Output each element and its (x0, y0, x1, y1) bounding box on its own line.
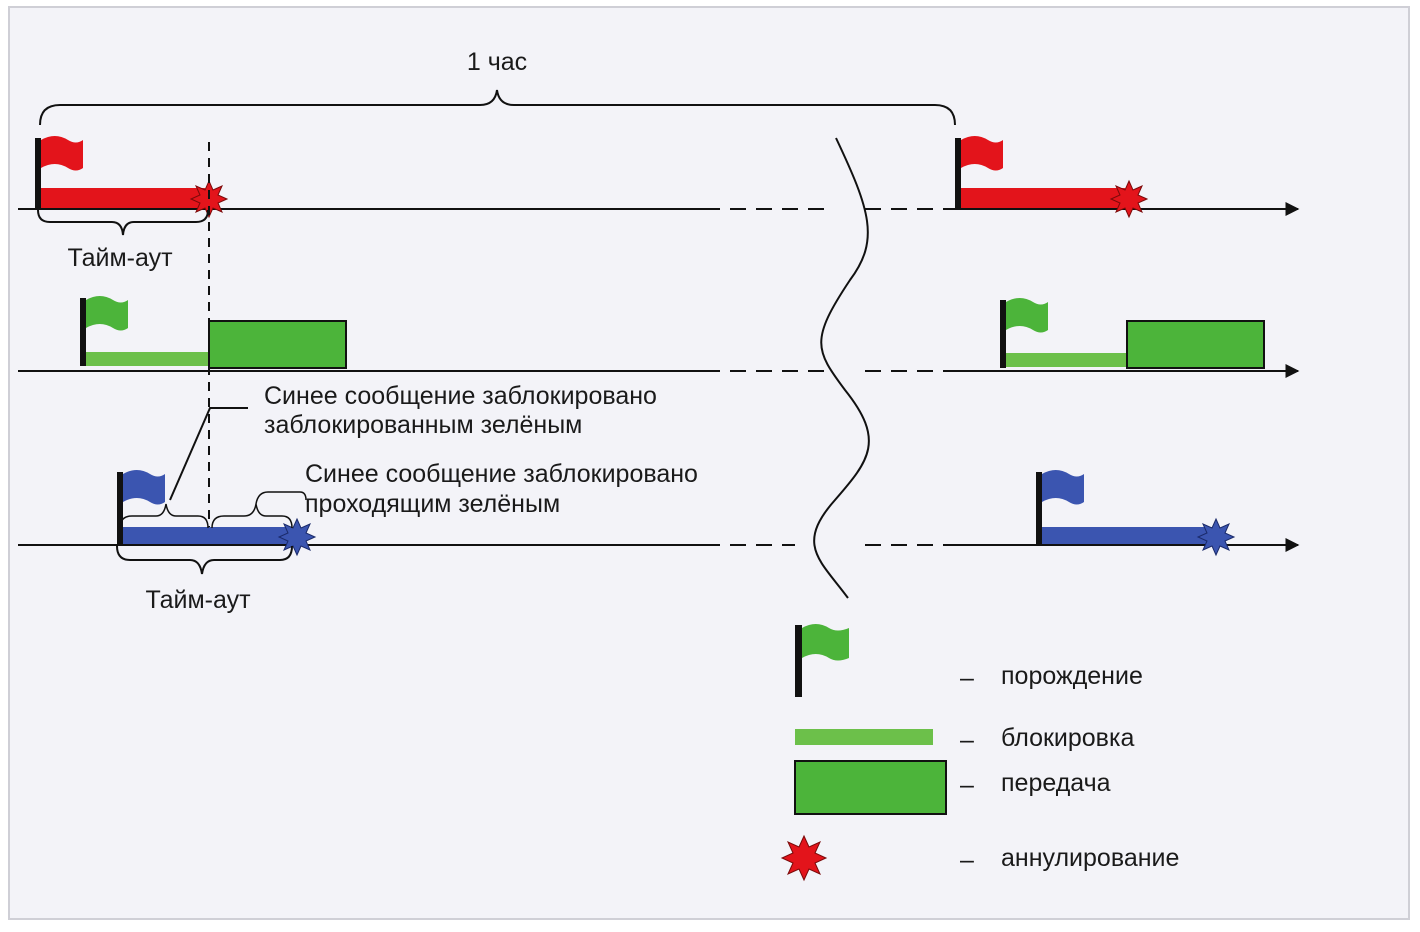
red-block-bar-left (40, 188, 205, 208)
timeline-green (18, 296, 1300, 378)
legend-dash-4: – (960, 846, 974, 874)
annotation-1-line1: Синее сообщение заблокировано (264, 382, 657, 410)
annotation-2-line2: проходящим зелёным (305, 490, 560, 518)
diagram-frame (8, 6, 1410, 920)
legend-label-cancel: аннулирование (1001, 844, 1179, 872)
blue-block-bar-right (1042, 527, 1212, 544)
green-flag-icon-right (1000, 298, 1048, 368)
timeout-label-top: Тайм-аут (67, 244, 173, 272)
legend-label-transmit: передача (1001, 769, 1111, 797)
legend-block-swatch (795, 729, 933, 745)
green-transmit-box-left (208, 320, 347, 369)
annotation-2-line1: Синее сообщение заблокировано (305, 460, 698, 488)
cancel-icon-blue-right (1196, 517, 1236, 557)
blue-flag-icon-left (117, 470, 165, 544)
blue-block-bar-left (123, 527, 291, 544)
legend: – порождение – блокировка – передача – а… (780, 624, 1179, 882)
legend-dash-1: – (960, 664, 974, 692)
legend-label-spawn: порождение (1001, 662, 1143, 690)
green-flag-icon-left (80, 296, 128, 366)
cancel-icon-blue-left (277, 517, 317, 557)
hour-brace (39, 89, 956, 126)
legend-dash-2: – (960, 726, 974, 754)
blue-flag-icon-right (1036, 470, 1084, 544)
annotation-1-pointer (169, 407, 248, 501)
legend-dash-3: – (960, 771, 974, 799)
red-flag-icon-left (35, 136, 83, 208)
legend-label-block: блокировка (1001, 724, 1134, 752)
cancel-icon-red-right (1109, 179, 1149, 219)
timeout-brace-bottom (116, 545, 293, 575)
time-break-wave (813, 137, 870, 599)
red-flag-icon-right (955, 136, 1003, 208)
hour-label: 1 час (467, 48, 527, 76)
blocked-by-passing-brace (211, 491, 307, 529)
legend-cancel-icon (780, 834, 828, 882)
timeout-brace-top (37, 209, 209, 236)
green-transmit-box-right (1126, 320, 1265, 369)
timeline-blue: Тайм-аут (18, 470, 1300, 614)
green-block-bar-right (1004, 353, 1128, 367)
timeline-red: Тайм-аут (18, 136, 1300, 272)
blocked-by-blocked-brace (119, 503, 209, 529)
legend-transmit-swatch (794, 760, 947, 815)
timeout-label-bottom: Тайм-аут (145, 586, 251, 614)
green-block-bar-left (84, 352, 210, 366)
red-block-bar-right (960, 188, 1125, 208)
legend-spawn-flag-icon (795, 624, 849, 697)
annotation-1-line2: заблокированным зелёным (264, 411, 582, 439)
